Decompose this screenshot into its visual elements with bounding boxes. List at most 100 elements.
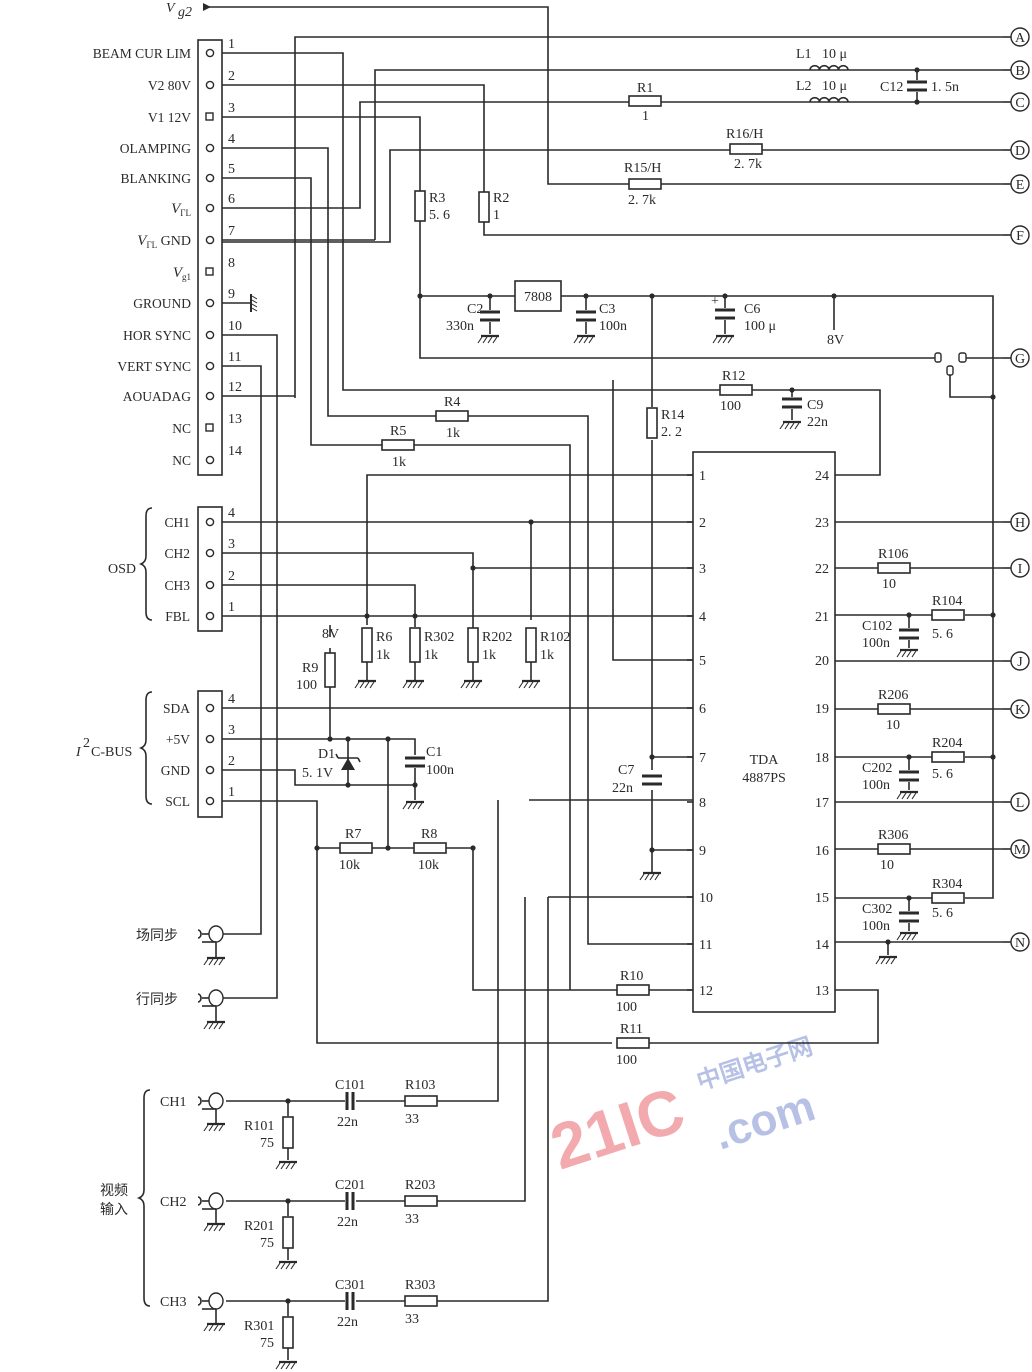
resistor-value: 100 bbox=[720, 399, 741, 414]
terminal-k[interactable]: K bbox=[1003, 699, 1030, 719]
main-pin-2[interactable]: 2V2 80V bbox=[148, 69, 235, 93]
ground-icon bbox=[202, 1122, 227, 1133]
ic-pin-13: 13 bbox=[815, 984, 829, 999]
terminal-n[interactable]: N bbox=[1003, 932, 1030, 952]
i2c-pin-3[interactable]: 3+5V bbox=[166, 723, 235, 747]
pin-number: 3 bbox=[228, 537, 235, 552]
watermark: 21IC 中国电子网 .com bbox=[542, 1032, 821, 1183]
resistor-ref: R16/H bbox=[726, 127, 763, 142]
terminal-e[interactable]: E bbox=[1003, 174, 1030, 194]
shunt-value: 75 bbox=[260, 1136, 274, 1151]
ground-icon bbox=[476, 334, 501, 345]
resistor-ref: R9 bbox=[302, 661, 318, 676]
resistor-value: 1k bbox=[540, 648, 554, 663]
main-pin-number: 7 bbox=[228, 224, 235, 239]
main-pin-label: BLANKING bbox=[121, 171, 192, 186]
ic-pin-22: 22 bbox=[815, 562, 829, 577]
regulator-label: 7808 bbox=[524, 290, 552, 305]
terminal-a[interactable]: A bbox=[1003, 27, 1030, 47]
video-group-label-1: 视频 bbox=[100, 1183, 128, 1199]
ic-pin-12: 12 bbox=[699, 984, 713, 999]
pin-label: CH2 bbox=[164, 546, 190, 561]
capacitor-value: 22n bbox=[807, 415, 828, 430]
terminal-label: G bbox=[1015, 352, 1025, 367]
video-group-label-2: 输入 bbox=[100, 1202, 128, 1218]
terminal-l[interactable]: L bbox=[1003, 792, 1030, 812]
ic-pin-18: 18 bbox=[815, 751, 829, 766]
resistor-value: 10 bbox=[880, 858, 894, 873]
terminal-label: A bbox=[1015, 31, 1026, 46]
capacitor-ref: C302 bbox=[862, 902, 892, 917]
main-pin-label: OLAMPING bbox=[120, 141, 192, 156]
ground-icon bbox=[895, 790, 920, 801]
terminal-d[interactable]: D bbox=[1003, 140, 1030, 160]
video-inputs: 视频 输入 CH1R10175C10122nR10333CH2R20175C20… bbox=[100, 1078, 438, 1371]
resistor-value: 2. 7k bbox=[734, 157, 762, 172]
resistor-value: 2. 7k bbox=[628, 193, 656, 208]
coupling-cap-value: 22n bbox=[337, 1215, 358, 1230]
resistor-ref: R10 bbox=[620, 969, 643, 984]
terminal-c[interactable]: C bbox=[1003, 92, 1030, 112]
main-pin-3[interactable]: 3V1 12V bbox=[148, 101, 235, 125]
pin-label: SCL bbox=[165, 794, 190, 809]
i2c-brace bbox=[138, 691, 153, 805]
terminal-j[interactable]: J bbox=[1003, 651, 1030, 671]
diode-ref: D1 bbox=[318, 747, 335, 762]
polarity-mark: + bbox=[711, 294, 719, 309]
i2c-label-sup: 2 bbox=[83, 736, 90, 751]
terminal-g[interactable]: G bbox=[1003, 348, 1030, 368]
terminal-i[interactable]: I bbox=[1003, 558, 1030, 578]
main-pin-label: BEAM CUR LIM bbox=[93, 46, 191, 61]
terminal-h[interactable]: H bbox=[1003, 512, 1030, 532]
ic-pin-4: 4 bbox=[699, 610, 706, 625]
capacitor-value: 100n bbox=[862, 778, 890, 793]
main-pin-number: 4 bbox=[228, 132, 235, 147]
inductor-value: 10 μ bbox=[822, 79, 847, 94]
osd-brace bbox=[138, 507, 153, 621]
ground-symbol bbox=[250, 294, 258, 312]
inductor-ref: L2 bbox=[796, 79, 812, 94]
main-pin-number: 8 bbox=[228, 256, 235, 271]
main-pin-label: HOR SYNC bbox=[123, 328, 191, 343]
series-resistor-ref: R303 bbox=[405, 1278, 435, 1293]
resistor-ref: R306 bbox=[878, 828, 908, 843]
osd-group-label: OSD bbox=[108, 562, 136, 577]
series-resistor-value: 33 bbox=[405, 1212, 419, 1227]
terminal-f[interactable]: F bbox=[1003, 225, 1030, 245]
terminal-m[interactable]: M bbox=[1003, 839, 1030, 859]
capacitor-ref: C1 bbox=[426, 745, 442, 760]
terminal-b[interactable]: B bbox=[1003, 60, 1030, 80]
resistor-value: 5. 6 bbox=[429, 208, 450, 223]
resistor-ref: R2 bbox=[493, 191, 509, 206]
